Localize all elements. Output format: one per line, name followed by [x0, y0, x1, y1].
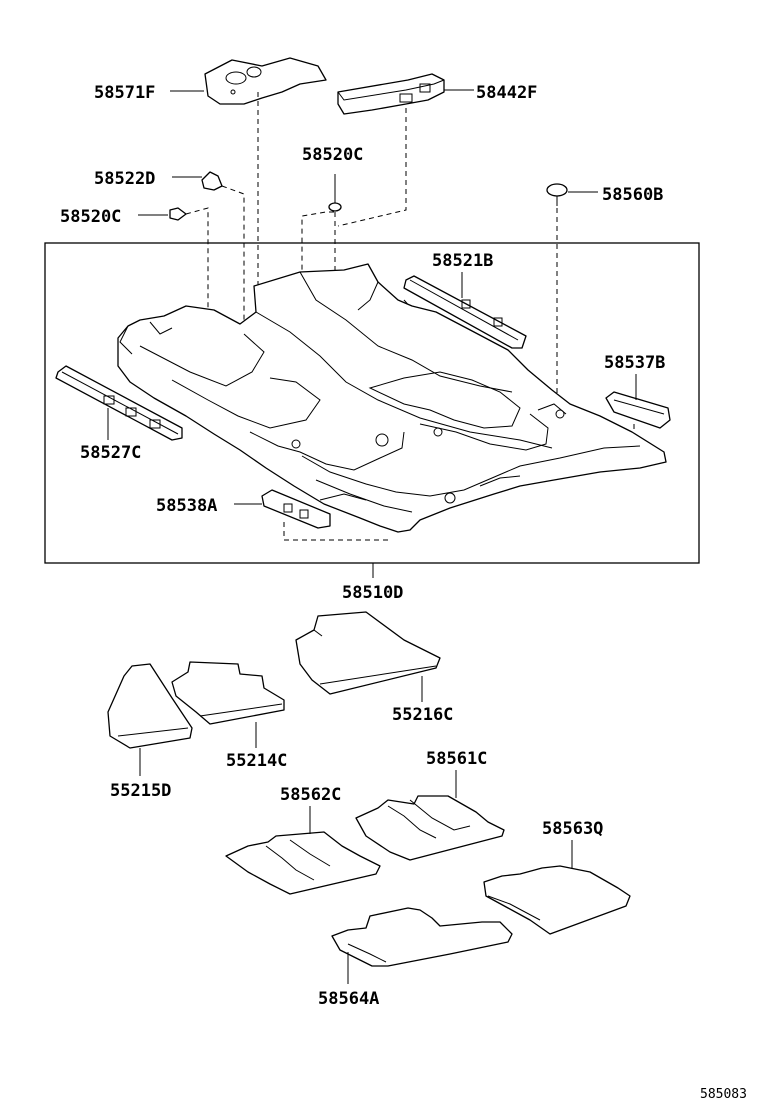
part-58520C-left[interactable]: [169, 207, 187, 221]
label-58571F: 58571F: [94, 83, 155, 103]
label-58520C-top: 58520C: [302, 145, 363, 165]
label-58521B: 58521B: [432, 251, 493, 271]
label-58560B: 58560B: [602, 185, 663, 205]
dash-58442F: [337, 108, 407, 227]
part-58562C[interactable]: [225, 831, 381, 895]
part-58522D[interactable]: [201, 171, 223, 191]
label-58442F: 58442F: [476, 83, 537, 103]
part-58561C[interactable]: [355, 795, 505, 861]
label-58564A: 58564A: [318, 989, 379, 1009]
label-58563Q: 58563Q: [542, 819, 603, 839]
part-58563Q[interactable]: [483, 865, 631, 935]
label-58561C: 58561C: [426, 749, 487, 769]
assembly-frame: [44, 242, 700, 564]
part-58564A[interactable]: [331, 907, 513, 967]
figure-number: 585083: [700, 1087, 747, 1102]
label-58510D: 58510D: [342, 583, 403, 603]
label-58522D: 58522D: [94, 169, 155, 189]
part-55215D[interactable]: [107, 663, 193, 749]
part-58520C-top[interactable]: [328, 174, 342, 212]
part-55214C[interactable]: [171, 661, 285, 725]
label-58527C: 58527C: [80, 443, 141, 463]
part-58560B[interactable]: [546, 183, 568, 206]
label-58538A: 58538A: [156, 496, 217, 516]
part-58537B[interactable]: [605, 391, 671, 429]
part-55216C[interactable]: [295, 611, 441, 695]
label-58562C: 58562C: [280, 785, 341, 805]
dash-58538A: [283, 522, 392, 541]
part-58442F[interactable]: [337, 73, 445, 115]
part-58538A[interactable]: [261, 489, 331, 529]
label-58537B: 58537B: [604, 353, 665, 373]
label-55214C: 55214C: [226, 751, 287, 771]
part-58521B[interactable]: [403, 275, 527, 349]
part-58571F[interactable]: [204, 57, 327, 105]
label-58520C-left: 58520C: [60, 207, 121, 227]
label-55216C: 55216C: [392, 705, 453, 725]
dash-58520C-left: [185, 207, 209, 320]
part-58510D-floor-carpet[interactable]: [117, 263, 667, 533]
part-58527C[interactable]: [55, 365, 183, 441]
label-55215D: 55215D: [110, 781, 171, 801]
